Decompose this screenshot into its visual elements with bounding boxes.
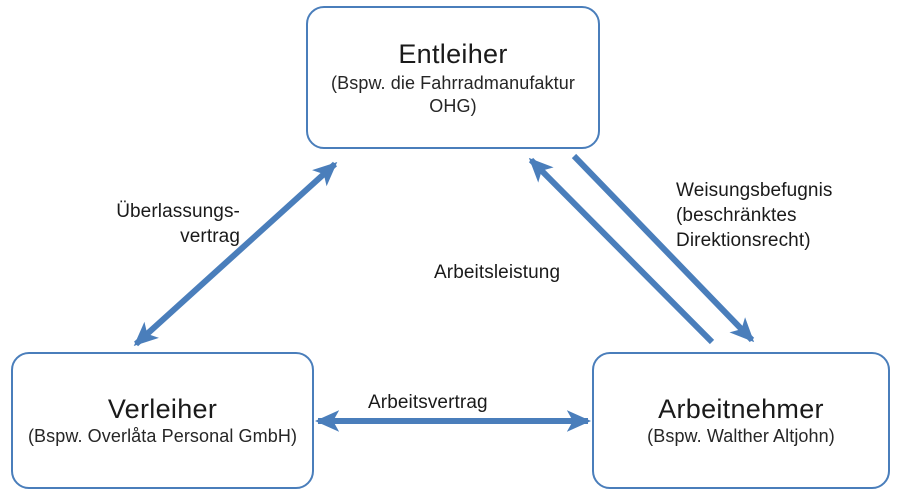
connector-ueberlassungsvertrag bbox=[133, 161, 338, 347]
edge-label-arbeitsvertrag: Arbeitsvertrag bbox=[368, 392, 488, 413]
connector-weisungsbefugnis bbox=[571, 153, 755, 343]
edge-label-arbeitsleistung: Arbeitsleistung bbox=[434, 262, 561, 283]
connector-arbeitsleistung bbox=[528, 157, 715, 345]
node-entleiher-title: Entleiher bbox=[398, 38, 508, 69]
node-verleiher-title: Verleiher bbox=[107, 394, 218, 424]
node-verleiher[interactable]: Verleiher (Bspw. Overlåta Personal GmbH) bbox=[11, 352, 314, 489]
edge-label-ueberlassungsvertrag: Überlassungs- vertrag bbox=[116, 201, 240, 247]
node-arbeitnehmer-title: Arbeitnehmer bbox=[658, 394, 824, 424]
node-verleiher-subtitle: (Bspw. Overlåta Personal GmbH) bbox=[27, 426, 298, 446]
node-arbeitnehmer[interactable]: Arbeitnehmer (Bspw. Walther Altjohn) bbox=[592, 352, 890, 489]
node-entleiher-subtitle: (Bspw. die Fahrradmanufaktur OHG) bbox=[331, 72, 575, 116]
node-arbeitnehmer-subtitle: (Bspw. Walther Altjohn) bbox=[647, 426, 835, 446]
node-entleiher[interactable]: Entleiher (Bspw. die Fahrradmanufaktur O… bbox=[306, 6, 600, 149]
edge-label-weisungsbefugnis: Weisungsbefugnis (beschränktes Direktion… bbox=[676, 180, 833, 251]
